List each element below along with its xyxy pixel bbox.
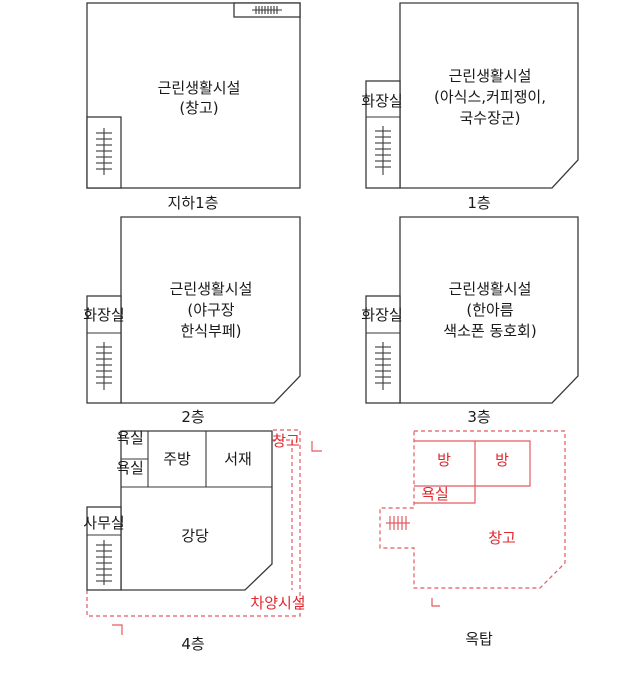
rooftop-bath-label: 욕실 [421,485,449,503]
fourth-stairs-icon [96,540,112,585]
second-room-label-1: 근린생활시설 [170,280,253,298]
rooftop-outer-outline [379,430,566,589]
rooftop-room2-label: 방 [495,451,509,469]
basement-floor-plan: 근린생활시설 (창고) 지하1층 [86,2,301,212]
second-floor-plan: 화장실 근린생활시설 (야구장 한식부페) 2층 [83,216,301,426]
second-room-label-2: (야구장 [187,301,234,319]
second-restroom-label: 화장실 [83,306,124,324]
basement-outer-wall [86,2,301,189]
basement-room-label-1: 근린생활시설 [158,79,241,97]
fourth-bath2-label: 욕실 [116,459,144,477]
first-floor-plan: 화장실 근린생활시설 (아식스,커피쟁이, 국수장군) 1층 [361,2,579,212]
basement-caption: 지하1층 [168,194,219,212]
third-room-label-3: 색소폰 동호회) [443,322,536,340]
basement-vent-ticks [255,6,278,14]
fourth-hall-label: 강당 [181,527,209,545]
fourth-awning-outline [86,429,301,617]
fourth-floor-plan: 욕실 욕실 주방 서재 사무실 강당 창고 차양시설 4층 [83,429,322,653]
first-restroom-label: 화장실 [361,92,402,110]
fourth-awning-label: 차양시설 [250,594,305,612]
first-room-label-3: 국수장군) [459,109,520,127]
basement-room-label-2: (창고) [179,99,218,117]
rooftop-bath-outline [414,485,476,504]
fourth-study-label: 서재 [224,450,252,468]
third-room-label-1: 근린생활시설 [449,280,532,298]
second-stairs-icon [96,342,112,390]
rooftop-caption: 옥탑 [465,630,493,648]
third-stairs-icon [375,342,391,390]
rooftop-stairs-icon [386,516,410,530]
rooftop-rooms-outline [414,440,531,487]
basement-stairs-icon [96,128,112,175]
third-caption: 3층 [467,408,490,426]
fourth-kitchen-label: 주방 [163,450,191,468]
third-floor-plan: 화장실 근린생활시설 (한아름 색소폰 동호회) 3층 [361,216,579,426]
fourth-caption: 4층 [181,635,204,653]
first-room-label-2: (아식스,커피쟁이, [434,88,546,106]
second-room-label-3: 한식부페) [180,322,241,340]
rooftop-room1-label: 방 [437,451,451,469]
first-stairs-icon [375,126,391,175]
rooftop-floor-plan: 방 방 욕실 창고 옥탑 [379,430,566,648]
fourth-office-label: 사무실 [83,514,124,532]
third-restroom-label: 화장실 [361,306,402,324]
third-room-label-2: (한아름 [466,301,513,319]
first-caption: 1층 [467,194,490,212]
fourth-storage-label: 창고 [272,432,300,450]
rooftop-storage-label: 창고 [488,529,516,547]
fourth-bath1-label: 욕실 [116,429,144,447]
second-caption: 2층 [181,408,204,426]
fourth-storage-outline [272,439,293,590]
first-room-label-1: 근린생활시설 [449,67,532,85]
